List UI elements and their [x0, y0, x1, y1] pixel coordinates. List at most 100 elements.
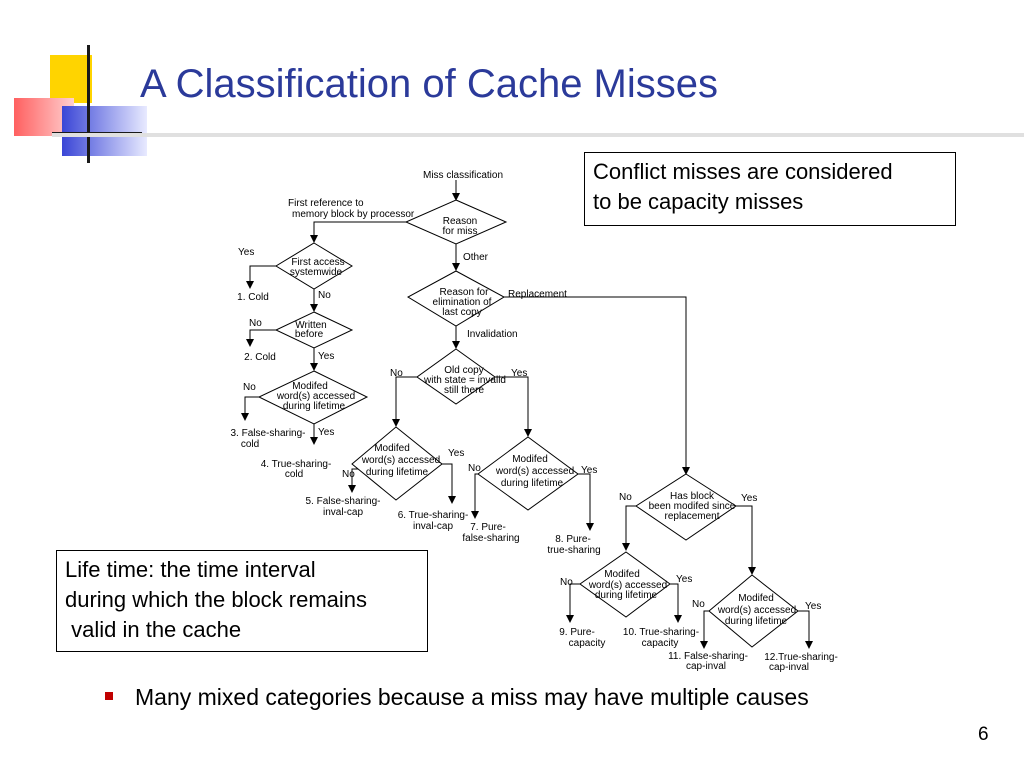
edge-label-yes: Yes: [581, 465, 597, 476]
edge-label-yes: Yes: [511, 368, 527, 379]
decision-text: been modifed since: [649, 501, 736, 512]
decision-text: during lifetime: [366, 467, 429, 478]
outcome-6-true-sharing-inval-cap: 6. True-sharing-: [398, 510, 469, 521]
decision-text: for miss: [443, 226, 478, 237]
edge-labels: First reference to memory block by proce…: [238, 198, 821, 612]
connector-lines: [241, 180, 813, 649]
decision-text: elimination of: [433, 297, 492, 308]
bullet-text: Many mixed categories because a miss may…: [135, 684, 809, 710]
slide-title: A Classification of Cache Misses: [140, 62, 719, 106]
outcome-12-true-sharing-cap-inval: cap-inval: [769, 662, 809, 673]
decision-reason-for-miss: Reason for miss: [404, 199, 508, 245]
edge-label-invalidation: Invalidation: [467, 329, 518, 340]
edge-label-no: No: [318, 290, 331, 301]
decision-modified-e: Modifed word(s) accessed during lifetime: [708, 574, 799, 648]
edge-label-no: No: [342, 469, 355, 480]
edge-label-no: No: [560, 577, 573, 588]
callout-line: to be capacity misses: [593, 189, 804, 214]
outcome-9-pure-capacity: capacity: [569, 638, 606, 649]
decision-text: Modifed: [604, 569, 640, 580]
decision-text: before: [295, 329, 324, 340]
edge-label-no: No: [243, 382, 256, 393]
decision-modified-a: Modifed word(s) accessed during lifetime: [257, 370, 369, 425]
bullet-marker: [105, 691, 113, 700]
logo-yellow-square: [50, 55, 92, 103]
bullet-point: Many mixed categories because a miss may…: [105, 684, 809, 711]
edge-label-yes: Yes: [741, 493, 757, 504]
callout-line: valid in the cache: [65, 617, 242, 642]
edge-label-no: No: [692, 599, 705, 610]
decision-first-access: First access systemwide: [275, 242, 353, 290]
decision-modified-b: Modifed word(s) accessed during lifetime: [351, 426, 443, 501]
decision-text: Modifed: [292, 381, 328, 392]
edge-label-yes: Yes: [805, 601, 821, 612]
edge-label-yes: Yes: [676, 574, 692, 585]
decision-written-before: Written before: [274, 311, 354, 349]
edge-label-no: No: [468, 463, 481, 474]
decision-text: Modifed: [512, 454, 548, 465]
outcome-6-true-sharing-inval-cap: inval-cap: [413, 521, 453, 532]
edge-label-replacement: Replacement: [508, 289, 567, 300]
decision-modified-c: Modifed word(s) accessed during lifetime: [477, 436, 579, 511]
decision-text: replacement: [664, 511, 719, 522]
conflict-misses-callout: Conflict misses are considered to be cap…: [584, 152, 956, 226]
edge-label-yes: Yes: [318, 427, 334, 438]
decision-elimination: Reason for elimination of last copy: [406, 270, 506, 327]
decision-modified-d: Modifed word(s) accessed during lifetime: [579, 551, 671, 618]
decision-old-copy: Old copy with state = invalid still ther…: [416, 348, 506, 405]
callout-line: Life time: the time interval: [65, 557, 316, 582]
edge-label-yes: Yes: [318, 351, 334, 362]
edge-label-no: No: [249, 318, 262, 329]
decision-text: word(s) accessed: [588, 580, 667, 591]
decision-text: Modifed: [374, 443, 410, 454]
title-divider: [52, 133, 1024, 137]
logo-vertical-line: [87, 45, 90, 163]
decision-text: Reason: [443, 216, 477, 227]
outcome-5-false-sharing-inval-cap: 5. False-sharing-: [305, 496, 380, 507]
outcome-3-false-sharing-cold: 3. False-sharing-: [230, 428, 305, 439]
outcome-7-pure-false-sharing: 7. Pure-: [470, 522, 506, 533]
outcome-1-cold: 1. Cold: [237, 292, 269, 303]
decision-text: still there: [444, 385, 484, 396]
decision-text: word(s) accessed: [361, 455, 440, 466]
edge-label-yes: Yes: [448, 448, 464, 459]
outcome-9-pure-capacity: 9. Pure-: [559, 627, 595, 638]
outcome-labels: 1. Cold 2. Cold 3. False-sharing- cold 4…: [230, 292, 837, 673]
root-label: Miss classification: [423, 170, 503, 181]
decision-text: word(s) accessed: [495, 466, 574, 477]
callout-line: during which the block remains: [65, 587, 368, 612]
decision-text: Modifed: [738, 593, 774, 604]
edge-label-other: Other: [463, 252, 489, 263]
outcome-3-false-sharing-cold: cold: [241, 439, 259, 450]
decision-text: systemwide: [290, 267, 343, 278]
outcome-7-pure-false-sharing: false-sharing: [462, 533, 519, 544]
decision-text: Old copy: [444, 365, 483, 376]
decision-text: during lifetime: [283, 401, 346, 412]
outcome-12-true-sharing-cap-inval: 12.True-sharing-: [764, 652, 838, 663]
outcome-2-cold: 2. Cold: [244, 352, 276, 363]
decision-text: Reason for: [440, 287, 490, 298]
outcome-11-false-sharing-cap-inval: cap-inval: [686, 661, 726, 672]
edge-label-no: No: [619, 492, 632, 503]
decorative-logo-graphic: [14, 45, 147, 163]
decision-text: Written: [295, 320, 327, 331]
outcome-10-true-sharing-capacity: 10. True-sharing-: [623, 627, 699, 638]
edge-label-first-reference: First reference to: [288, 198, 364, 209]
outcome-8-pure-true-sharing: 8. Pure-: [555, 534, 591, 545]
decision-text: last copy: [442, 307, 481, 318]
outcome-4-true-sharing-cold: cold: [285, 469, 303, 480]
decision-text: word(s) accessed: [276, 391, 355, 402]
logo-blue-bar: [62, 106, 147, 156]
callout-line: Conflict misses are considered: [593, 159, 893, 184]
outcome-8-pure-true-sharing: true-sharing: [547, 545, 600, 556]
edge-label-no: No: [390, 368, 403, 379]
page-number: 6: [978, 724, 989, 745]
outcome-4-true-sharing-cold: 4. True-sharing-: [261, 459, 332, 470]
decision-has-block: Has block been modifed since replacement: [635, 473, 737, 541]
decision-text: with state = invalid: [423, 375, 506, 386]
outcome-11-false-sharing-cap-inval: 11. False-sharing-: [668, 651, 748, 662]
decision-text: during lifetime: [725, 616, 788, 627]
decision-text: Has block: [670, 491, 715, 502]
outcome-10-true-sharing-capacity: capacity: [642, 638, 679, 649]
